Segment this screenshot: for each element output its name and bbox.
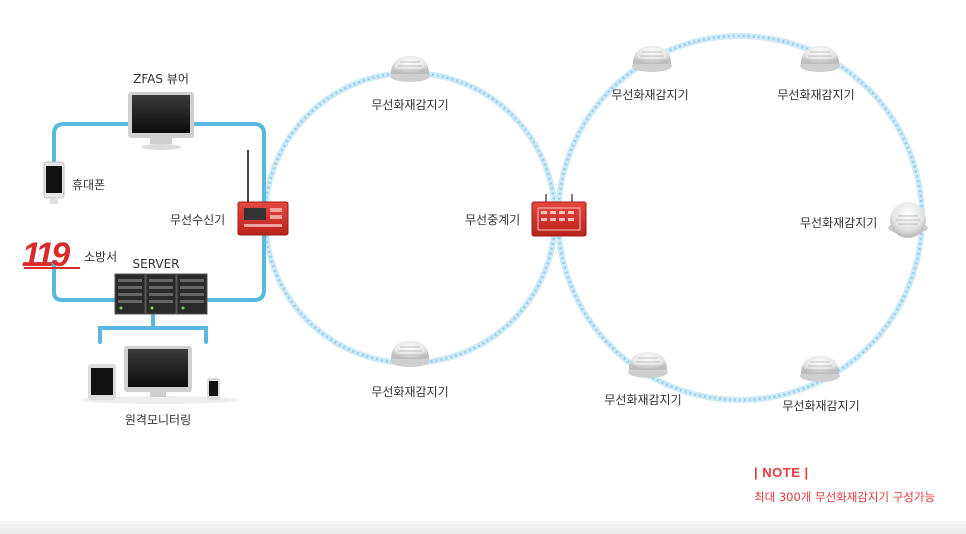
remote-monitoring-devices-icon (80, 346, 240, 404)
fire-detector-icon (390, 341, 430, 367)
mobile-label: 휴대폰 (72, 178, 106, 192)
receiver-label: 무선수신기 (170, 213, 226, 227)
server-rack-icon (114, 273, 208, 315)
detector-label: 무선화재감지기 (777, 88, 855, 102)
zfas-viewer-label: ZFAS 뷰어 (133, 72, 189, 86)
fire-detector-icon (390, 56, 430, 82)
wireless-repeater-panel-icon (531, 194, 587, 237)
detector-label: 무선화재감지기 (782, 399, 860, 413)
note-title: | NOTE | (754, 465, 809, 480)
zfas-viewer-monitor-icon (128, 92, 194, 150)
fire-detector-icon (800, 356, 840, 382)
fire-station-label: 소방서 (84, 250, 118, 264)
repeater-label: 무선중계기 (465, 213, 521, 227)
fire-detector-icon (628, 352, 668, 378)
mobile-phone-icon (43, 161, 65, 204)
fire-detector-icon (800, 46, 840, 72)
note-text: 최대 300개 무선화재감지기 구성가능 (754, 490, 936, 504)
detector-label: 무선화재감지기 (800, 216, 878, 230)
fire-station-119-logo: 119 (22, 236, 80, 274)
fire-detector-icon (888, 202, 928, 238)
fire-detector-icon (632, 46, 672, 72)
server-label: SERVER (132, 257, 180, 271)
detector-label: 무선화재감지기 (604, 393, 682, 407)
bottom-divider (0, 521, 966, 534)
detector-label: 무선화재감지기 (611, 88, 689, 102)
detector-label: 무선화재감지기 (371, 98, 449, 112)
remote-monitoring-label: 원격모니터링 (124, 413, 192, 427)
wireless-receiver-panel-icon (237, 150, 289, 236)
detector-label: 무선화재감지기 (371, 385, 449, 399)
